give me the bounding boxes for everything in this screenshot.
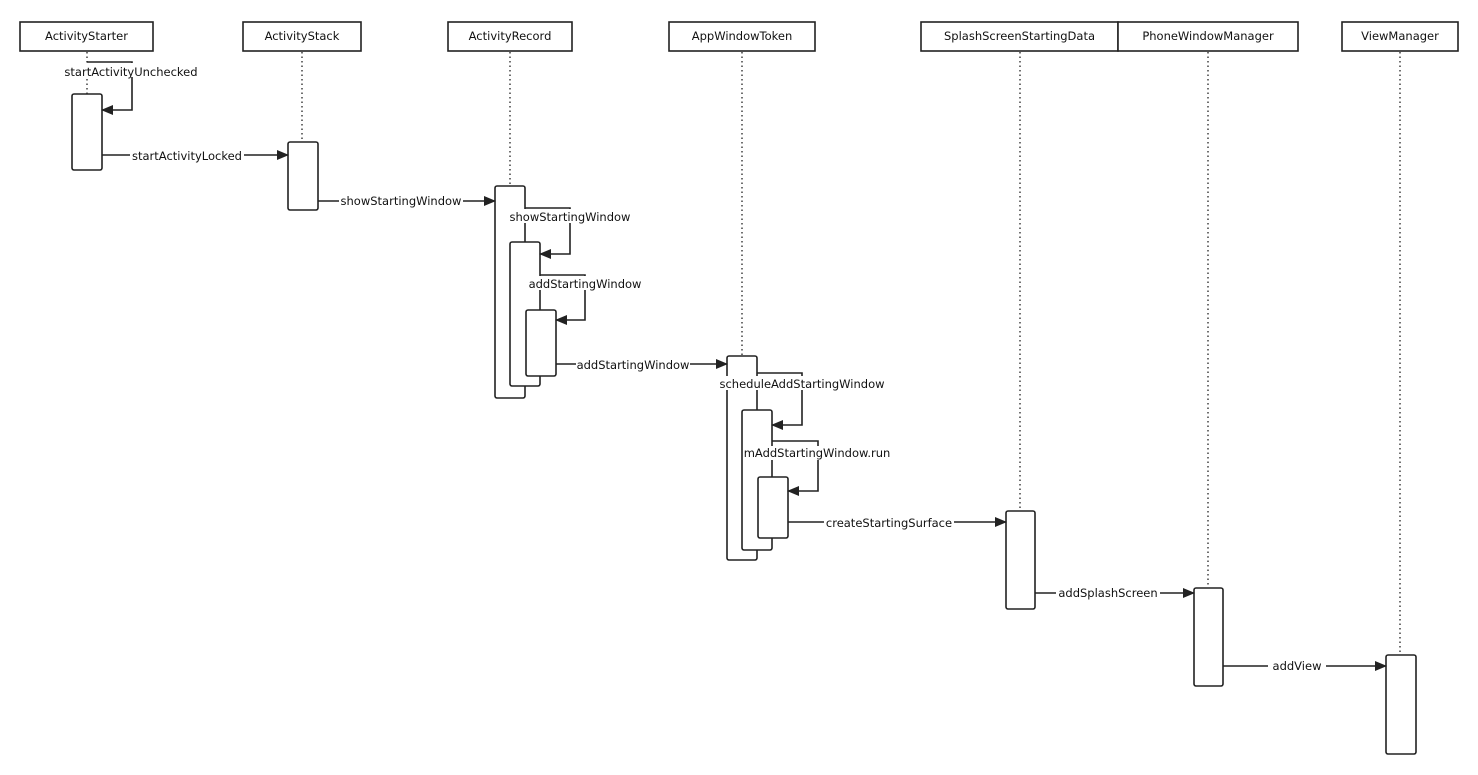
message-add-view: addView [1223,659,1387,673]
activation-app-window-token-inner [757,476,789,539]
message-start-activity-locked: startActivityLocked [102,148,289,163]
svg-text:SplashScreenStartingData: SplashScreenStartingData [944,29,1095,43]
message-add-splash-screen: addSplashScreen [1035,586,1195,600]
message-start-activity-unchecked: startActivityUnchecked [64,61,198,115]
lifelines [86,52,1401,655]
participant-activity-record: ActivityRecord [447,21,573,52]
participant-splash-screen-starting-data: SplashScreenStartingData [920,21,1119,52]
svg-text:addStartingWindow: addStartingWindow [577,358,690,372]
message-show-starting-window-self: showStartingWindow [508,207,632,259]
participant-view-manager: ViewManager [1341,21,1459,52]
svg-text:mAddStartingWindow.run: mAddStartingWindow.run [744,446,891,460]
svg-text:startActivityUnchecked: startActivityUnchecked [64,65,197,79]
activation-activity-starter [71,93,103,171]
messages: startActivityUnchecked startActivityLock… [64,61,1387,673]
participant-activity-stack: ActivityStack [242,21,362,52]
svg-text:PhoneWindowManager: PhoneWindowManager [1142,29,1274,43]
activation-activity-stack [287,141,319,211]
message-show-starting-window: showStartingWindow [318,194,496,208]
activation-phone-window-manager [1193,587,1224,687]
participant-activity-starter: ActivityStarter [19,21,154,52]
svg-text:addView: addView [1273,659,1322,673]
participants: ActivityStarter ActivityStack ActivityRe… [19,21,1459,52]
message-create-starting-surface: createStartingSurface [788,515,1007,530]
activation-activity-record-inner [525,309,557,377]
activation-splash-screen-starting-data [1005,510,1036,610]
message-schedule-add-starting-window: scheduleAddStartingWindow [719,372,885,430]
message-m-add-starting-window-run: mAddStartingWindow.run [744,440,891,496]
svg-text:addStartingWindow: addStartingWindow [529,277,642,291]
svg-text:ActivityRecord: ActivityRecord [469,29,552,43]
svg-text:ActivityStack: ActivityStack [265,29,340,43]
svg-text:startActivityLocked: startActivityLocked [132,149,242,163]
svg-text:showStartingWindow: showStartingWindow [510,210,631,224]
message-add-starting-window-self: addStartingWindow [528,274,642,325]
svg-text:scheduleAddStartingWindow: scheduleAddStartingWindow [719,377,884,391]
svg-text:ActivityStarter: ActivityStarter [45,29,128,43]
message-add-starting-window: addStartingWindow [556,357,728,372]
svg-text:AppWindowToken: AppWindowToken [692,29,793,43]
svg-text:ViewManager: ViewManager [1361,29,1439,43]
activations [71,93,1417,755]
participant-phone-window-manager: PhoneWindowManager [1117,21,1299,52]
svg-text:showStartingWindow: showStartingWindow [341,194,462,208]
svg-text:createStartingSurface: createStartingSurface [826,516,952,530]
activation-view-manager [1385,654,1417,755]
svg-text:addSplashScreen: addSplashScreen [1058,586,1157,600]
participant-app-window-token: AppWindowToken [668,21,816,52]
